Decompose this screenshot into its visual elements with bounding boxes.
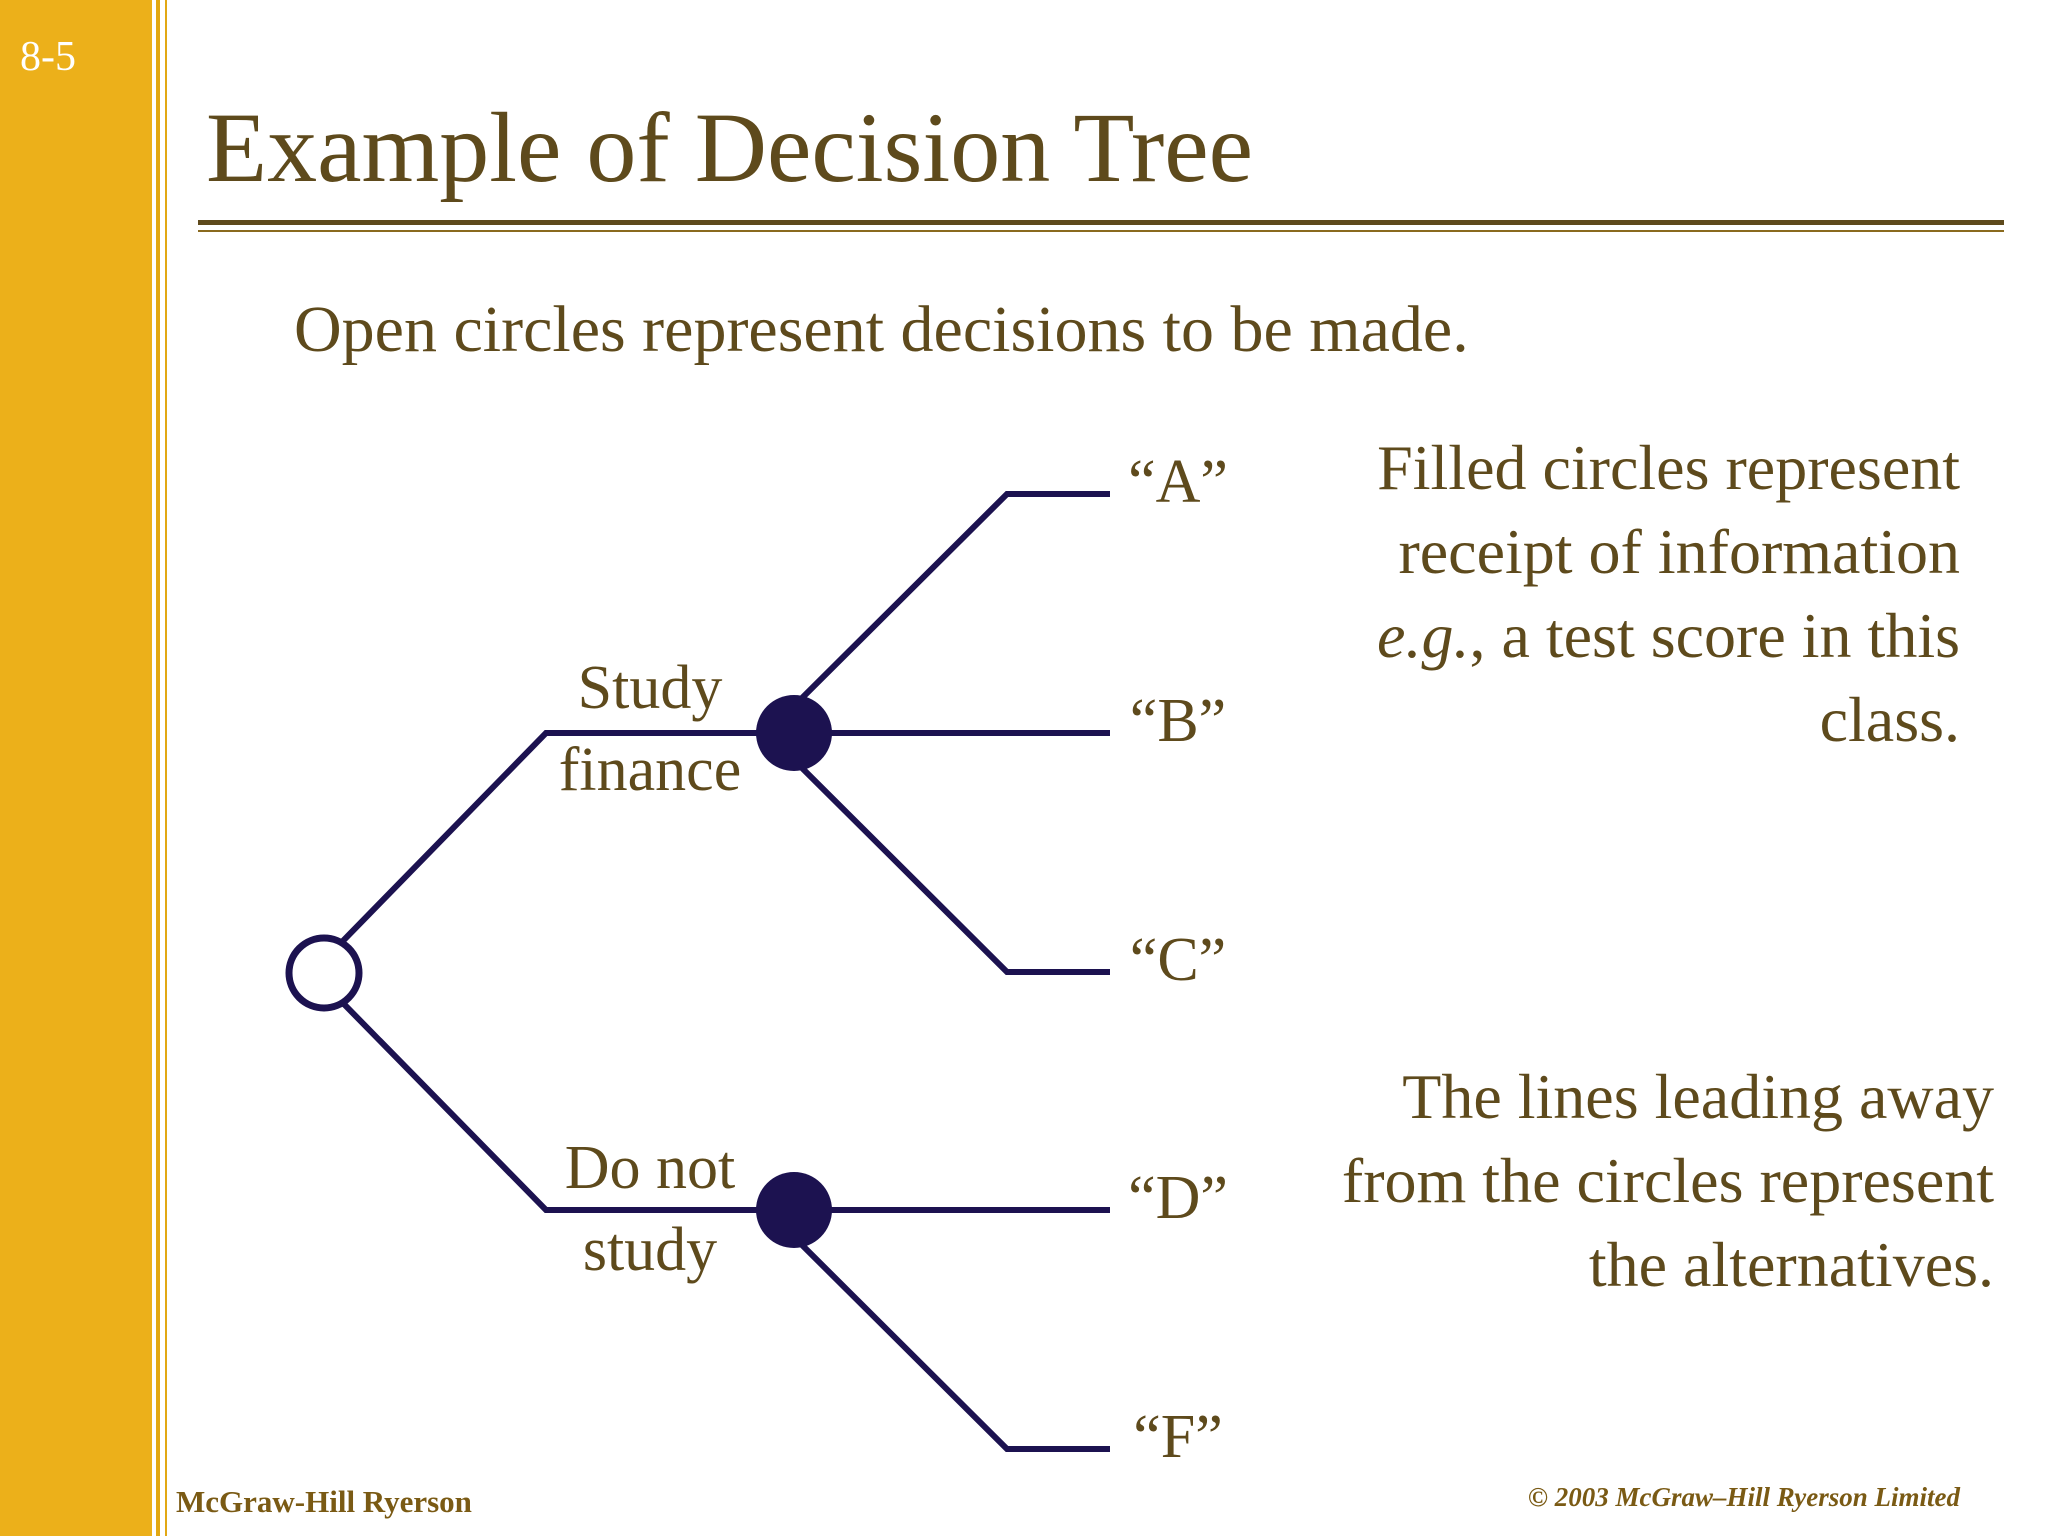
branch-line-study	[335, 730, 794, 949]
filled-note-line3: e.g., a test score in this	[1240, 594, 1960, 678]
subtitle: Open circles represent decisions to be m…	[294, 293, 1469, 366]
sidebar-divider-thin	[165, 0, 167, 1536]
outcome-line-a	[797, 491, 1110, 703]
lines-note-line3: the alternatives.	[1588, 1229, 1994, 1300]
lines-note-line2: from the circles represent	[1341, 1145, 1994, 1216]
copyright-footer: © 2003 McGraw–Hill Ryerson Limited	[1527, 1482, 1960, 1512]
alternatives-note: The lines leading away from the circles …	[1234, 1055, 1994, 1307]
page-title: Example of Decision Tree	[206, 92, 1254, 203]
lines-note-line1: The lines leading away	[1402, 1061, 1994, 1132]
branch-label-study-line1: Study	[578, 654, 723, 722]
publisher-footer: McGraw-Hill Ryerson	[176, 1484, 472, 1519]
filled-note-eg: e.g.	[1377, 600, 1470, 671]
information-node-do-not-study	[756, 1172, 832, 1248]
filled-note-line1: Filled circles represent	[1377, 432, 1960, 503]
outcome-line-c	[797, 763, 1110, 975]
branch-label-do-not-study-line2: study	[583, 1216, 717, 1284]
outcome-label-d: “D”	[1128, 1164, 1228, 1232]
filled-circles-note: Filled circles represent receipt of info…	[1240, 426, 1960, 762]
sidebar-band	[0, 0, 152, 1536]
filled-note-line2: receipt of information	[1398, 516, 1960, 587]
slide-number: 8-5	[20, 34, 76, 80]
title-rule-thin	[198, 230, 2004, 232]
outcome-label-b: “B”	[1130, 687, 1226, 755]
filled-note-line3-rest: , a test score in this	[1469, 600, 1960, 671]
outcome-label-a: “A”	[1128, 448, 1228, 516]
information-node-study	[756, 695, 832, 771]
sidebar-divider	[156, 0, 160, 1536]
outcome-label-c: “C”	[1130, 926, 1226, 994]
title-rule	[198, 220, 2004, 225]
outcome-line-f	[797, 1240, 1110, 1452]
branch-line-do-not-study	[335, 995, 794, 1213]
filled-note-line4: class.	[1819, 684, 1960, 755]
branch-label-study-line2: finance	[559, 736, 741, 804]
outcome-label-f: “F”	[1133, 1403, 1223, 1471]
branch-label-do-not-study-line1: Do not	[565, 1134, 736, 1202]
decision-node-open-circle	[285, 934, 363, 1012]
